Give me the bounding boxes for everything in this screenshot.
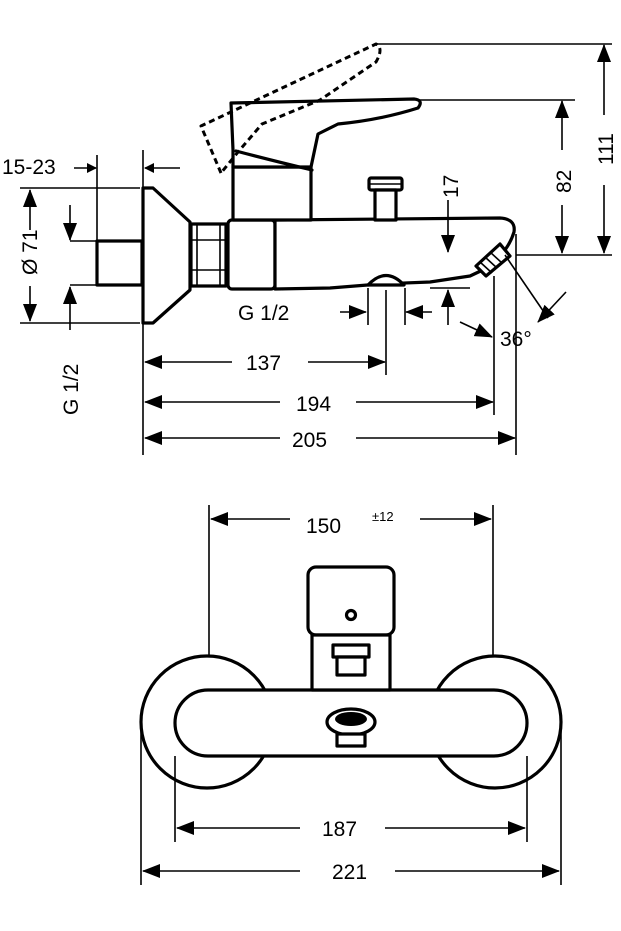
label-center-distance: 150 xyxy=(306,515,341,538)
label-spout-height: 17 xyxy=(440,175,463,198)
label-outer-width: 221 xyxy=(332,861,367,884)
mixer-body xyxy=(226,218,277,291)
eccentric-connector xyxy=(95,239,144,287)
label-diameter: Ø 71 xyxy=(19,229,42,275)
label-total-height: 111 xyxy=(595,133,618,165)
label-flange: 15-23 xyxy=(2,156,56,179)
label-tolerance: ±12 xyxy=(372,509,394,524)
wall-rosette xyxy=(141,186,192,325)
label-len-194: 194 xyxy=(296,393,331,416)
front-view: 150 ±12 187 221 xyxy=(139,505,563,885)
label-len-137: 137 xyxy=(246,352,281,375)
bath-outlet xyxy=(366,273,406,287)
spout-aerator xyxy=(474,242,512,278)
side-view: 15-23 Ø 71 G 1/2 G 1/2 17 82 111 36 xyxy=(2,42,618,455)
label-len-205: 205 xyxy=(292,429,327,452)
label-thread-bottom: G 1/2 xyxy=(238,302,289,325)
lever-dot xyxy=(344,608,358,622)
label-angle: 36° xyxy=(500,328,532,351)
cartridge-column xyxy=(231,165,313,222)
label-lever-height: 82 xyxy=(553,170,576,193)
lever-handle-front xyxy=(306,565,396,637)
label-inner-width: 187 xyxy=(322,818,357,841)
label-thread-left: G 1/2 xyxy=(60,364,83,415)
